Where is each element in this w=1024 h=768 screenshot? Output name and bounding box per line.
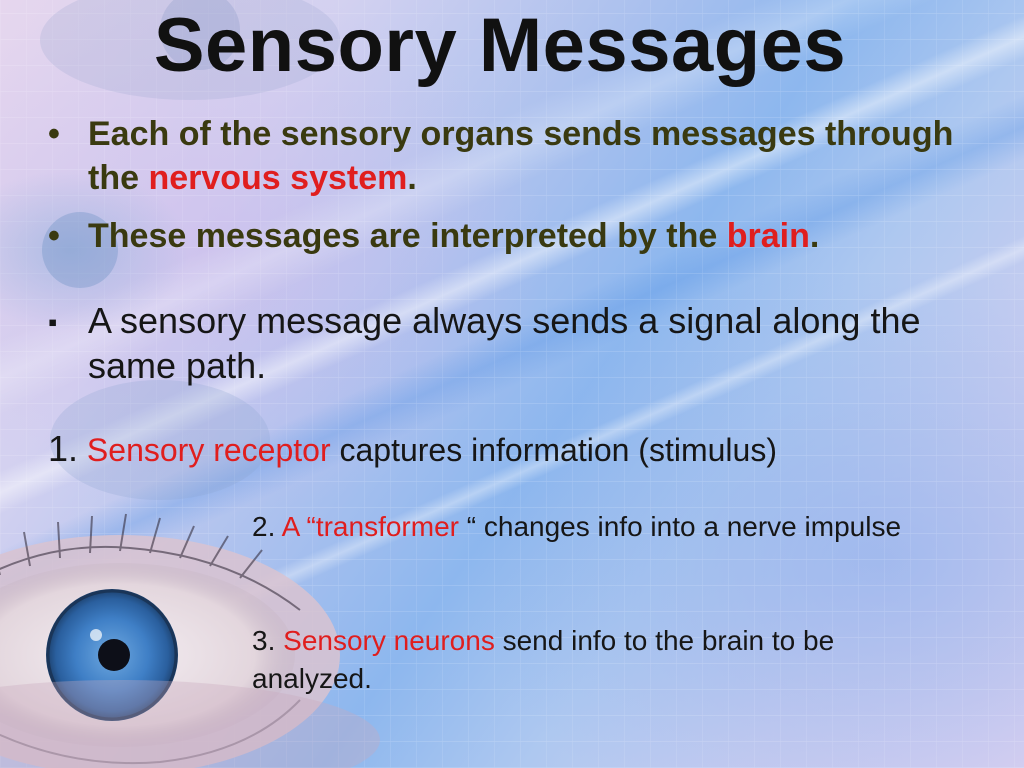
highlight-term: brain bbox=[726, 217, 810, 255]
step-text: “ changes info into a nerve impulse bbox=[458, 511, 902, 542]
bullet-text: Each of the sensory organs sends message… bbox=[88, 115, 954, 197]
bullet-item: ▪ A sensory message always sends a signal… bbox=[48, 298, 968, 388]
bullet-text: These messages are interpreted by the bbox=[88, 217, 727, 255]
bullet-item: • These messages are interpreted by the b… bbox=[48, 214, 968, 258]
highlight-term: Sensory neurons bbox=[283, 625, 495, 656]
bullet-marker: • bbox=[48, 217, 60, 255]
bullet-text-end: . bbox=[407, 159, 417, 197]
step-text: captures information (stimulus) bbox=[330, 432, 777, 468]
highlight-term: Sensory receptor bbox=[86, 432, 331, 468]
square-bullet-marker: ▪ bbox=[48, 307, 58, 337]
bullet-marker: • bbox=[48, 115, 60, 153]
step-number: 3. bbox=[252, 625, 276, 656]
highlight-term: A “transformer bbox=[281, 511, 459, 542]
bullet-text-end: . bbox=[809, 217, 820, 255]
slide-title: Sensory Messages bbox=[153, 3, 847, 88]
highlight-term: nervous system bbox=[148, 159, 408, 197]
step-item: 1. Sensory receptor captures information… bbox=[48, 428, 928, 471]
step-item: 2. A “transformer “ changes info into a … bbox=[252, 508, 952, 546]
step-number: 2. bbox=[252, 511, 276, 542]
bullet-text: A sensory message always sends a signal … bbox=[88, 300, 921, 386]
step-item: 3. Sensory neurons send info to the brai… bbox=[252, 622, 952, 698]
step-number: 1. bbox=[48, 428, 79, 469]
step-text: send info to the brain to be analyzed. bbox=[252, 625, 835, 694]
bullet-item: • Each of the sensory organs sends messag… bbox=[48, 112, 968, 200]
